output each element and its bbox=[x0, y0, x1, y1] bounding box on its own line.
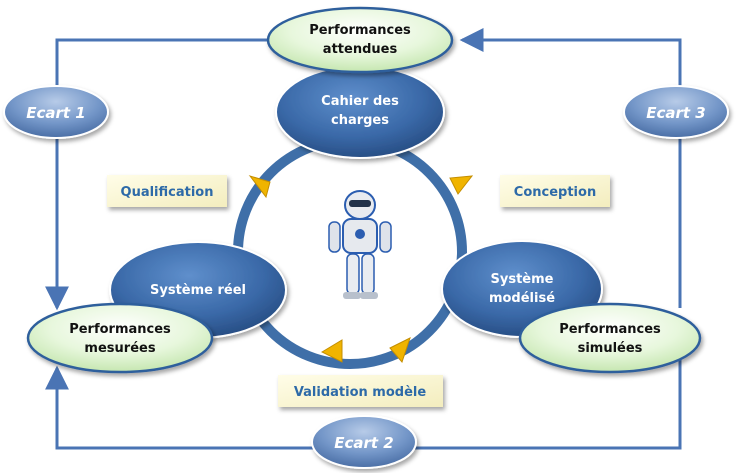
ecart-3-bubble bbox=[623, 85, 729, 139]
node-cahier-line1: Cahier des bbox=[321, 94, 399, 109]
ecart-3-label: Ecart 3 bbox=[646, 104, 706, 122]
ring-arrows bbox=[248, 175, 474, 363]
node-systeme-modelise-line1: Système bbox=[491, 272, 554, 287]
ring-arrow-validation-left bbox=[320, 339, 343, 363]
ecart-2-label: Ecart 2 bbox=[334, 434, 394, 452]
node-simulees-line1: Performances bbox=[559, 322, 661, 337]
ecart-1-label: Ecart 1 bbox=[26, 104, 86, 122]
ring-arrow-conception bbox=[449, 175, 474, 195]
label-validation: Validation modèle bbox=[294, 385, 427, 400]
node-mesurees-line1: Performances bbox=[69, 322, 171, 337]
node-performances-mesurees bbox=[26, 302, 214, 374]
label-qualification: Qualification bbox=[121, 185, 214, 200]
arrow-top-left bbox=[45, 38, 270, 311]
arrow-top-right bbox=[459, 27, 682, 308]
node-cahier-line2: charges bbox=[331, 113, 389, 128]
node-attendues-line2: attendues bbox=[323, 42, 398, 57]
robot-icon bbox=[328, 190, 392, 299]
node-cahier-des-charges bbox=[275, 65, 445, 159]
node-performances-simulees bbox=[518, 302, 702, 374]
ecart-1-bubble bbox=[3, 85, 109, 139]
node-performances-attendues bbox=[266, 6, 454, 74]
node-simulees-line2: simulées bbox=[578, 341, 643, 356]
ecart-2-bubble bbox=[311, 415, 417, 469]
label-conception-box bbox=[500, 175, 610, 207]
label-qualification-box bbox=[107, 175, 227, 207]
node-mesurees-line2: mesurées bbox=[84, 341, 155, 356]
node-systeme-modelise-line2: modélisé bbox=[489, 291, 555, 306]
label-validation-box bbox=[278, 375, 443, 407]
node-attendues-line1: Performances bbox=[309, 23, 411, 38]
ring-arrow-validation-right bbox=[389, 337, 411, 363]
label-conception: Conception bbox=[514, 185, 596, 200]
node-systeme-reel-label: Système réel bbox=[150, 283, 246, 298]
ring-arrow-qualification bbox=[248, 175, 271, 199]
